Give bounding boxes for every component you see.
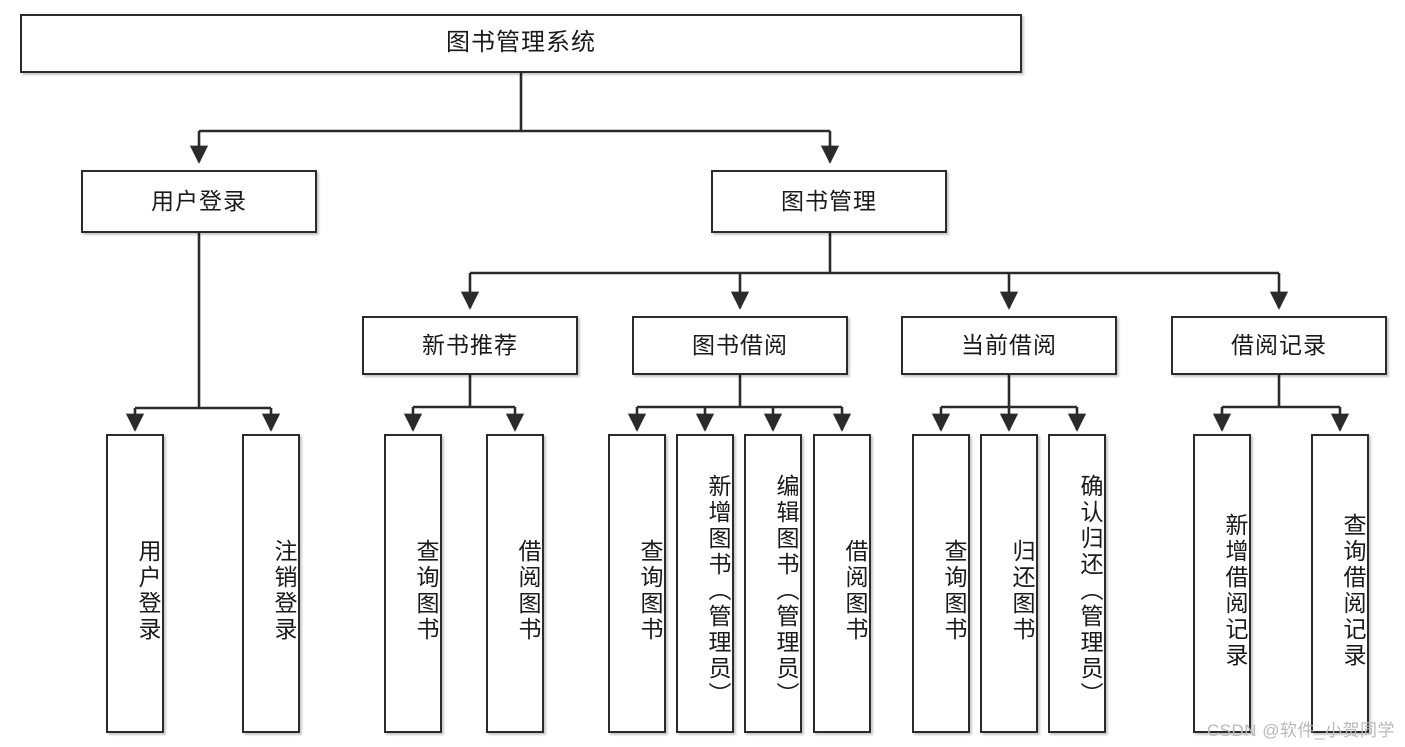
leaf-book-borrow-3[interactable]: 编辑图书（管理员） xyxy=(744,434,802,733)
node-root[interactable]: 图书管理系统 xyxy=(20,14,1022,73)
leaf-current-borrow-1-label: 查询图书 xyxy=(941,538,967,643)
node-book-borrow[interactable]: 图书借阅 xyxy=(632,316,848,375)
node-book-management[interactable]: 图书管理 xyxy=(711,170,947,233)
leaf-current-borrow-3[interactable]: 确认归还（管理员） xyxy=(1048,434,1106,733)
leaf-user-login-1[interactable]: 用户登录 xyxy=(106,434,164,733)
leaf-new-book-1-label: 查询图书 xyxy=(413,538,439,643)
node-user-login-label: 用户登录 xyxy=(151,187,247,214)
node-new-book-recommend[interactable]: 新书推荐 xyxy=(362,316,578,375)
node-current-borrow-label: 当前借阅 xyxy=(961,331,1057,358)
node-new-book-recommend-label: 新书推荐 xyxy=(422,331,518,358)
leaf-user-login-2-label: 注销登录 xyxy=(271,538,297,643)
leaf-new-book-2-label: 借阅图书 xyxy=(515,538,541,643)
leaf-borrow-record-2[interactable]: 查询借阅记录 xyxy=(1311,434,1369,733)
leaf-current-borrow-2[interactable]: 归还图书 xyxy=(980,434,1038,733)
leaf-current-borrow-3-label: 确认归还（管理员） xyxy=(1077,473,1103,708)
node-borrow-record-label: 借阅记录 xyxy=(1231,331,1327,358)
node-user-login[interactable]: 用户登录 xyxy=(81,170,317,233)
node-root-label: 图书管理系统 xyxy=(446,29,596,57)
edges xyxy=(125,73,1350,432)
leaf-book-borrow-1-label: 查询图书 xyxy=(637,538,663,643)
leaf-book-borrow-2[interactable]: 新增图书（管理员） xyxy=(676,434,734,733)
leaf-book-borrow-1[interactable]: 查询图书 xyxy=(608,434,666,733)
leaf-user-login-1-label: 用户登录 xyxy=(135,538,161,643)
csdn-watermark: CSDN @软件_小贺同学 xyxy=(1206,721,1395,740)
leaf-book-borrow-2-label: 新增图书（管理员） xyxy=(705,473,731,708)
node-borrow-record[interactable]: 借阅记录 xyxy=(1171,316,1387,375)
leaf-book-borrow-4[interactable]: 借阅图书 xyxy=(813,434,871,733)
leaf-borrow-record-1[interactable]: 新增借阅记录 xyxy=(1193,434,1251,733)
leaf-user-login-2[interactable]: 注销登录 xyxy=(242,434,300,733)
node-book-borrow-label: 图书借阅 xyxy=(692,331,788,358)
leaf-new-book-2[interactable]: 借阅图书 xyxy=(486,434,544,733)
leaf-current-borrow-2-label: 归还图书 xyxy=(1009,538,1035,643)
leaf-book-borrow-3-label: 编辑图书（管理员） xyxy=(773,473,799,708)
leaf-borrow-record-2-label: 查询借阅记录 xyxy=(1340,512,1366,669)
node-book-management-label: 图书管理 xyxy=(781,187,877,214)
leaf-book-borrow-4-label: 借阅图书 xyxy=(842,538,868,643)
leaf-new-book-1[interactable]: 查询图书 xyxy=(384,434,442,733)
leaf-borrow-record-1-label: 新增借阅记录 xyxy=(1222,512,1248,669)
leaf-current-borrow-1[interactable]: 查询图书 xyxy=(912,434,970,733)
node-current-borrow[interactable]: 当前借阅 xyxy=(901,316,1117,375)
